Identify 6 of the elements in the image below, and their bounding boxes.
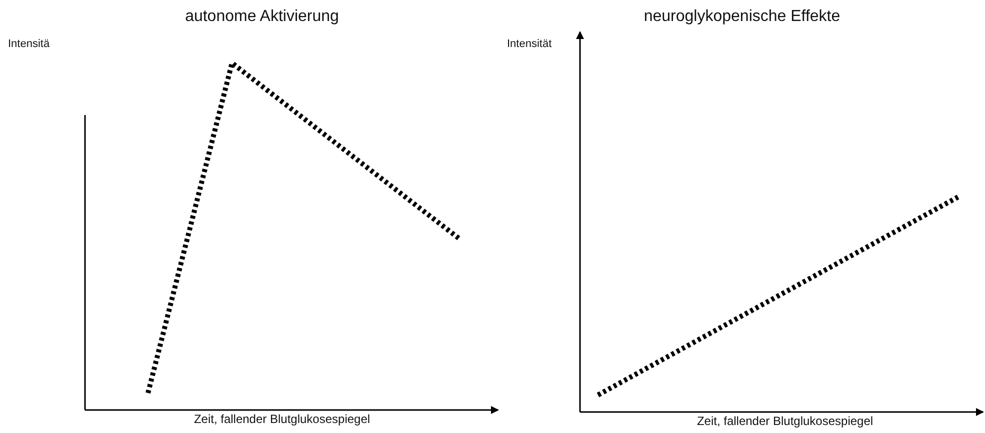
axis-label: Zeit, fallender Blutglukosespiegel: [696, 415, 874, 429]
axis-label: Intensitä: [8, 38, 50, 51]
chart-title: neuroglykopenische Effekte: [644, 8, 840, 26]
axis-label: Intensität: [507, 38, 552, 51]
axis-label: Zeit, fallender Blutglukosespiegel: [194, 413, 370, 427]
chart-title: autonome Aktivierung: [185, 8, 339, 26]
